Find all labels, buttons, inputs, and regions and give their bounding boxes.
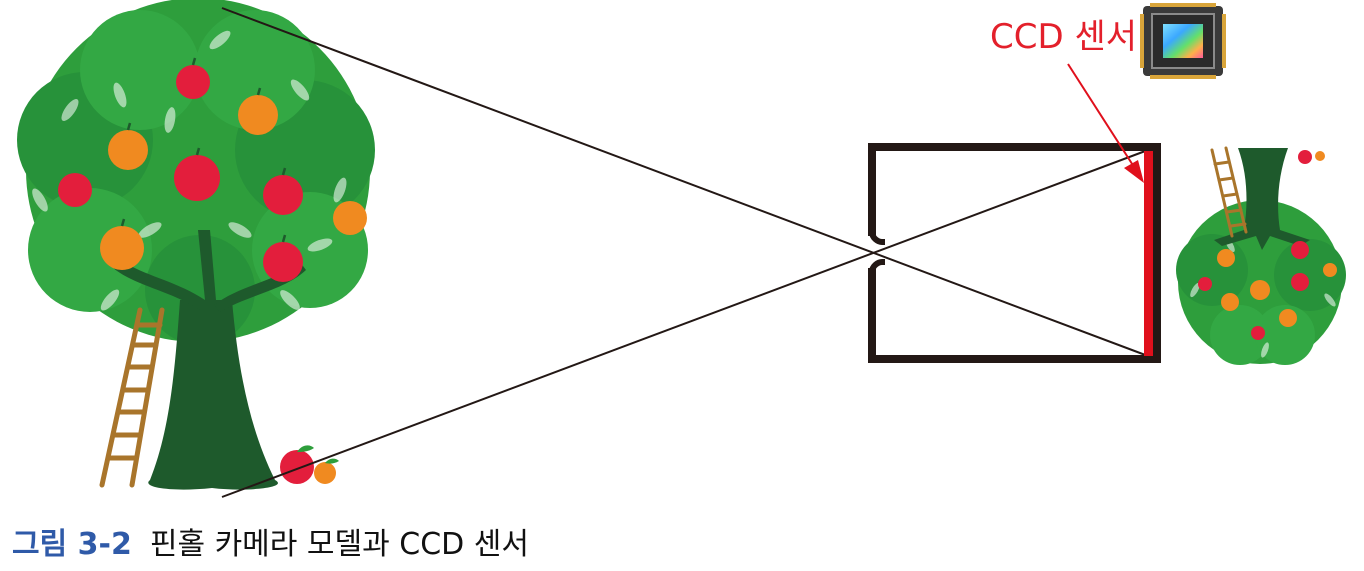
fallen-apples: [280, 445, 339, 484]
inverted-apple-tree: [1176, 146, 1346, 365]
ccd-sensor-label: CCD 센서: [990, 17, 1138, 57]
figure-title: 핀홀 카메라 모델과 CCD 센서: [149, 527, 529, 562]
apples: [58, 57, 367, 282]
figure-number: 그림 3-2: [12, 527, 132, 562]
pinhole-camera-box: [868, 143, 1161, 363]
ccd-sensor-plane: [1144, 151, 1153, 356]
apple-tree: [17, 0, 375, 490]
figure-caption: 그림 3-2 핀홀 카메라 모델과 CCD 센서: [12, 530, 529, 560]
inverted-trunk: [1214, 148, 1310, 250]
projection-rays: [221, 7, 1149, 498]
ccd-chip-icon: [1140, 3, 1226, 79]
inverted-apples: [1198, 150, 1337, 340]
sensor-pointer-arrow: [1067, 63, 1144, 183]
inverted-ladder: [1210, 146, 1248, 238]
ladder: [99, 307, 165, 488]
